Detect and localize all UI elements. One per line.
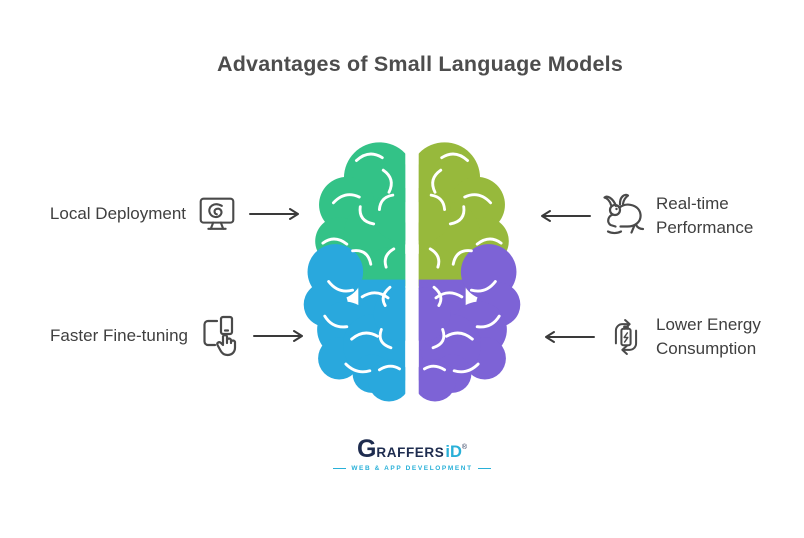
tagline-dash: [333, 468, 347, 469]
callout-real-time-performance: Real-time Performance: [534, 189, 778, 243]
brand-tagline: WEB & APP DEVELOPMENT: [333, 465, 491, 472]
brand-id-text: iD: [445, 443, 462, 461]
callout-label: Faster Fine-tuning: [50, 326, 188, 345]
callout-label: Lower Energy Consumption: [656, 315, 761, 358]
devices-hand-icon: [196, 312, 244, 360]
callout-local-deployment: Local Deployment: [28, 189, 306, 239]
monitor-link-icon: [194, 191, 240, 237]
arrow-right-icon: [249, 208, 299, 220]
arrow-left-icon: [541, 210, 591, 222]
brand-letter-g: G: [356, 435, 377, 463]
battery-recycle-icon: [604, 313, 648, 361]
brain-illustration: [297, 126, 527, 414]
callout-faster-fine-tuning: Faster Fine-tuning: [28, 310, 310, 362]
callout-label: Local Deployment: [49, 204, 186, 223]
tagline-dash: [477, 468, 491, 469]
callout-label: Real-time Performance: [656, 194, 754, 237]
page-title: Advantages of Small Language Models: [216, 52, 624, 76]
arrow-right-icon: [253, 330, 303, 342]
registered-mark: ®: [461, 444, 468, 451]
brand-wordmark-text: RAFFERS: [376, 445, 445, 460]
rabbit-icon: [600, 192, 648, 240]
brain-right-hemisphere: [397, 142, 521, 401]
callout-lower-energy-consumption: Lower Energy Consumption: [538, 310, 782, 364]
brain-left-hemisphere: [304, 142, 428, 401]
arrow-left-icon: [545, 331, 595, 343]
tagline-text: WEB & APP DEVELOPMENT: [351, 465, 473, 472]
